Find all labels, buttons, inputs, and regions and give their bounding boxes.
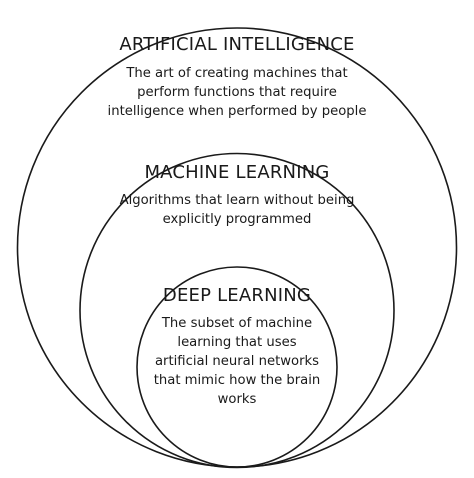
ring-deep-learning bbox=[136, 266, 338, 468]
dl-description-line: The subset of machine bbox=[161, 316, 313, 331]
ml-title: MACHINE LEARNING bbox=[144, 162, 330, 183]
ai-description-line: perform functions that require bbox=[137, 85, 337, 100]
dl-description: The subset of machine learning that uses… bbox=[0, 314, 474, 409]
dl-title: DEEP LEARNING bbox=[162, 285, 312, 306]
ml-description: Algorithms that learn without being expl… bbox=[0, 191, 474, 229]
ml-description-line: Algorithms that learn without being bbox=[119, 193, 355, 208]
dl-description-line: that mimic how the brain bbox=[153, 373, 321, 388]
ai-description: The art of creating machines that perfor… bbox=[0, 64, 474, 121]
ml-description-line: explicitly programmed bbox=[162, 212, 312, 227]
dl-description-line: learning that uses bbox=[177, 335, 297, 350]
dl-description-line: artificial neural networks bbox=[154, 354, 320, 369]
ai-description-line: The art of creating machines that bbox=[126, 66, 348, 81]
ai-description-line: intelligence when performed by people bbox=[107, 104, 367, 119]
dl-description-line: works bbox=[217, 392, 257, 407]
ai-title: ARTIFICIAL INTELLIGENCE bbox=[119, 34, 355, 55]
